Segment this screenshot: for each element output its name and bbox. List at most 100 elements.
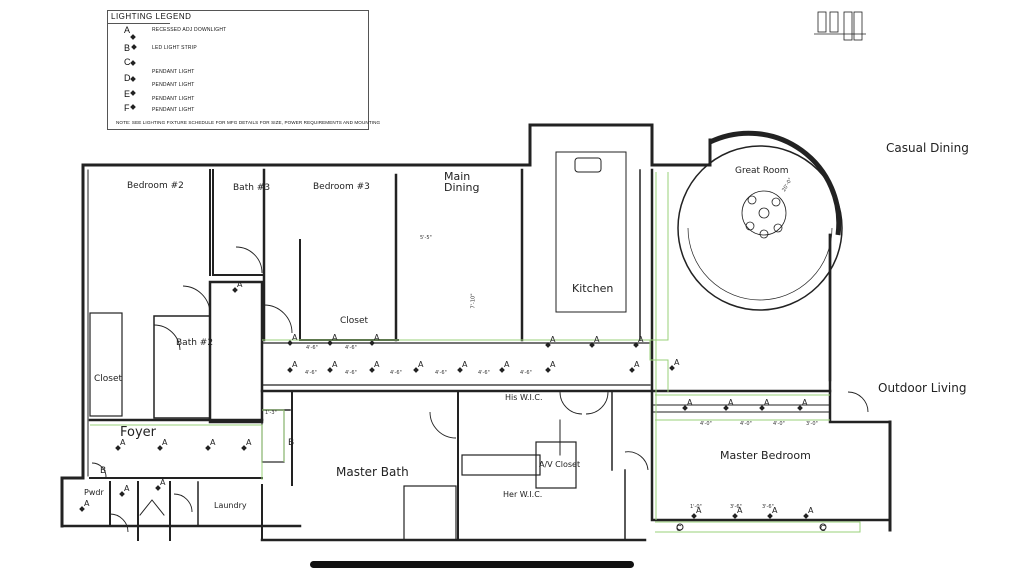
led-light-strip xyxy=(90,172,861,533)
fixture-tag: A xyxy=(550,360,556,369)
legend-key: F xyxy=(124,103,130,113)
dimension-label: 4'-6" xyxy=(478,370,490,376)
fixture-tag: A xyxy=(696,506,702,515)
fixture-tag: A xyxy=(462,360,468,369)
fixture-tag: A xyxy=(764,398,770,407)
dimension-label: 3'-6" xyxy=(762,504,774,510)
legend-row: F PENDANT LIGHT xyxy=(108,103,368,114)
fixture-tag: A xyxy=(332,360,338,369)
dimension-label: 4'-6" xyxy=(435,370,447,376)
fixture-tag: A xyxy=(808,506,814,515)
legend-row: A RECESSED ADJ DOWNLIGHT xyxy=(108,25,368,40)
fixture-tag: A xyxy=(374,333,380,342)
legend-desc: PENDANT LIGHT xyxy=(152,82,195,88)
fixture-tag: A xyxy=(160,478,166,487)
fixture-tag: A xyxy=(292,360,298,369)
legend-key: D xyxy=(124,73,131,83)
dimension-label: 4'-6" xyxy=(305,370,317,376)
walls xyxy=(60,123,892,542)
room-label-av-closet: A/V Closet xyxy=(539,460,581,469)
fixture-tag: A xyxy=(550,335,556,344)
dimension-label: 4'-0" xyxy=(773,421,785,427)
fixture-tag: A xyxy=(292,333,298,342)
room-label-main-dining: Main Dining xyxy=(444,170,480,194)
legend-title-rule xyxy=(108,23,170,24)
room-label-bath-2: Bath #2 xyxy=(176,338,214,348)
legend-key: A xyxy=(124,25,131,35)
fixture-tag: A xyxy=(728,398,734,407)
room-label-foyer: Foyer xyxy=(120,425,157,440)
dimension-label: 7'-10" xyxy=(470,293,477,309)
dimension-label: 4'-0" xyxy=(740,421,752,427)
lighting-legend: LIGHTING LEGEND A RECESSED ADJ DOWNLIGHT… xyxy=(107,10,380,130)
fixture-tag: A xyxy=(687,398,693,407)
fixture-tag: A xyxy=(418,360,424,369)
fixture-tag: A xyxy=(504,360,510,369)
dimension-label: 1'-3" xyxy=(265,410,277,416)
room-label-master-bedroom: Master Bedroom xyxy=(720,449,811,462)
dimension-label: 4'-6" xyxy=(345,345,357,351)
room-label-master-bath: Master Bath xyxy=(336,465,409,479)
room-label-closet-center: Closet xyxy=(340,316,369,326)
fixture-tag: C xyxy=(676,524,682,533)
room-label-great-room: Great Room xyxy=(735,166,789,176)
fixture-tag: A xyxy=(210,438,216,447)
legend-desc: LED LIGHT STRIP xyxy=(152,45,197,51)
north-arrow-icon xyxy=(814,11,866,41)
fixture-tag: A xyxy=(332,333,338,342)
dimension-label: 1'-0" xyxy=(690,504,702,510)
home-indicator[interactable] xyxy=(310,561,634,568)
fixture-tag: A xyxy=(802,398,808,407)
legend-row: C PENDANT LIGHT xyxy=(108,57,368,75)
fixture-tag: A xyxy=(237,280,243,289)
fixture-tag: A xyxy=(638,335,644,344)
great-room-round xyxy=(677,130,843,311)
dimension-label: 4'-6" xyxy=(306,345,318,351)
legend-note: NOTE: SEE LIGHTING FIXTURE SCHEDULE FOR … xyxy=(116,120,381,125)
dimension-label: 3'-6" xyxy=(730,504,742,510)
room-label-his-wic: His W.I.C. xyxy=(505,393,543,402)
dimension-label: 4'-0" xyxy=(700,421,712,427)
dimension-label: 4'-6" xyxy=(345,370,357,376)
fixture-tag: A xyxy=(374,360,380,369)
fixture-tag: C xyxy=(820,524,826,533)
fixture-tag: B xyxy=(288,438,295,448)
legend-desc: PENDANT LIGHT xyxy=(152,107,195,113)
door-swings xyxy=(91,246,869,533)
dimension-label: 4'-6" xyxy=(390,370,402,376)
room-label-bedroom-3: Bedroom #3 xyxy=(313,182,370,192)
room-label-casual-dining: Casual Dining xyxy=(886,141,969,155)
legend-desc: RECESSED ADJ DOWNLIGHT xyxy=(152,27,227,33)
fixture-tag: A xyxy=(737,506,743,515)
legend-row: E PENDANT LIGHT xyxy=(108,89,368,102)
legend-title: LIGHTING LEGEND xyxy=(111,12,192,21)
dimension-label: 4'-6" xyxy=(520,370,532,376)
fixture-tag: B xyxy=(100,466,107,476)
fixture-tag: A xyxy=(162,438,168,447)
legend-row: D PENDANT LIGHT xyxy=(108,73,368,88)
room-label-laundry: Laundry xyxy=(214,501,247,510)
fixture-tag: A xyxy=(634,360,640,369)
legend-key: E xyxy=(124,89,131,99)
room-label-kitchen: Kitchen xyxy=(572,282,614,295)
legend-key: B xyxy=(124,43,131,53)
fixture-tag: A xyxy=(84,499,90,508)
fixture-tag: A xyxy=(772,506,778,515)
fixture-tag: A xyxy=(120,438,126,447)
dimension-label: 3'-0" xyxy=(806,421,818,427)
fixture-tag: A xyxy=(594,335,600,344)
legend-row: B LED LIGHT STRIP xyxy=(108,43,368,54)
fixture-tag: A xyxy=(246,438,252,447)
fixture-tag: A xyxy=(674,358,680,367)
room-label-outdoor-living: Outdoor Living xyxy=(878,381,967,395)
legend-desc: PENDANT LIGHT xyxy=(152,69,195,75)
legend-key: C xyxy=(124,57,131,67)
fixture-tag: A xyxy=(124,484,130,493)
room-label-pwdr: Pwdr xyxy=(84,488,104,497)
room-label-closet-left: Closet xyxy=(94,374,123,384)
room-label-her-wic: Her W.I.C. xyxy=(503,490,543,499)
room-label-bath-3: Bath #3 xyxy=(233,183,271,193)
legend-desc: PENDANT LIGHT xyxy=(152,96,195,102)
dimension-label: 5'-5" xyxy=(420,235,432,241)
